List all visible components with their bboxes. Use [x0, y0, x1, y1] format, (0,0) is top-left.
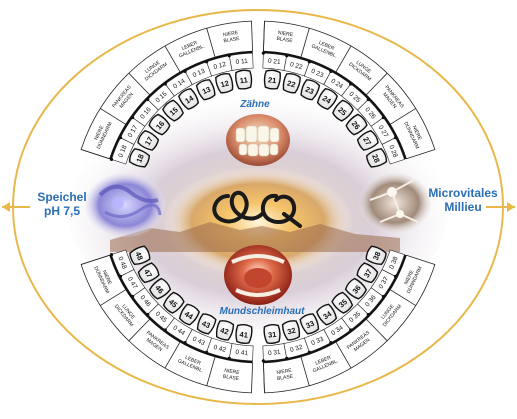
meridian-dot	[367, 313, 370, 316]
meridian-dot	[205, 60, 208, 63]
meridian-dot	[228, 357, 231, 360]
tooth-number: 41	[239, 330, 248, 340]
teeth-photo	[226, 114, 290, 166]
meridian-dot	[329, 70, 332, 73]
meridian-dot	[329, 341, 332, 344]
meridian-dot	[119, 275, 122, 278]
microvitales-image	[359, 173, 431, 233]
meridian-dot	[382, 116, 385, 119]
meridian-dot	[228, 54, 231, 57]
meridian-dot	[131, 295, 134, 298]
meridian-dot	[164, 82, 167, 85]
meridian-dot	[164, 328, 167, 331]
meridian-dot	[184, 341, 187, 344]
meridian-dot	[110, 158, 113, 161]
label-speichel-line2: pH 7,5	[44, 204, 80, 218]
meridian-dot	[394, 136, 397, 139]
mouth-photo	[224, 245, 292, 305]
tooth-number: 21	[268, 75, 277, 85]
meridian-dot	[394, 275, 397, 278]
tooth[interactable]: 31	[263, 324, 281, 344]
label-zaehne: Zähne	[239, 99, 270, 110]
tooth[interactable]: 21	[263, 69, 281, 89]
meridian-dot	[382, 295, 385, 298]
meridian-dot	[146, 98, 149, 101]
meridian-dot	[205, 351, 208, 354]
meridian-dot	[285, 54, 288, 57]
meridian-dot	[349, 328, 352, 331]
label-micro-line2: Millieu	[444, 200, 481, 214]
label-speichel-line1: Speichel	[37, 190, 86, 204]
speichel-image	[85, 173, 165, 237]
meridian-dot	[262, 51, 265, 54]
sub-label: 0 31	[268, 349, 282, 357]
tooth-number: 31	[268, 330, 277, 340]
meridian-dot	[349, 82, 352, 85]
meridian-dot	[308, 60, 311, 63]
label-mundschleimhaut: Mundschleimhaut	[219, 306, 305, 317]
meridian-dot	[367, 98, 370, 101]
meridian-dot	[184, 70, 187, 73]
sub-label: 0 11	[235, 58, 248, 66]
meridian-dot	[119, 136, 122, 139]
meridian-dot	[131, 116, 134, 119]
meridian-dot	[285, 357, 288, 360]
label-micro-line1: Microvitales	[428, 186, 498, 200]
tooth[interactable]: 11	[235, 69, 253, 89]
meridian-dot	[262, 359, 265, 362]
meridian-dot	[146, 313, 149, 316]
meridian-dot	[110, 253, 113, 256]
tooth-number: 11	[239, 75, 248, 85]
sub-label: 0 41	[235, 349, 249, 357]
meridian-dot	[308, 351, 311, 354]
sub-label: 0 21	[268, 58, 282, 66]
tooth[interactable]: 41	[235, 324, 253, 344]
